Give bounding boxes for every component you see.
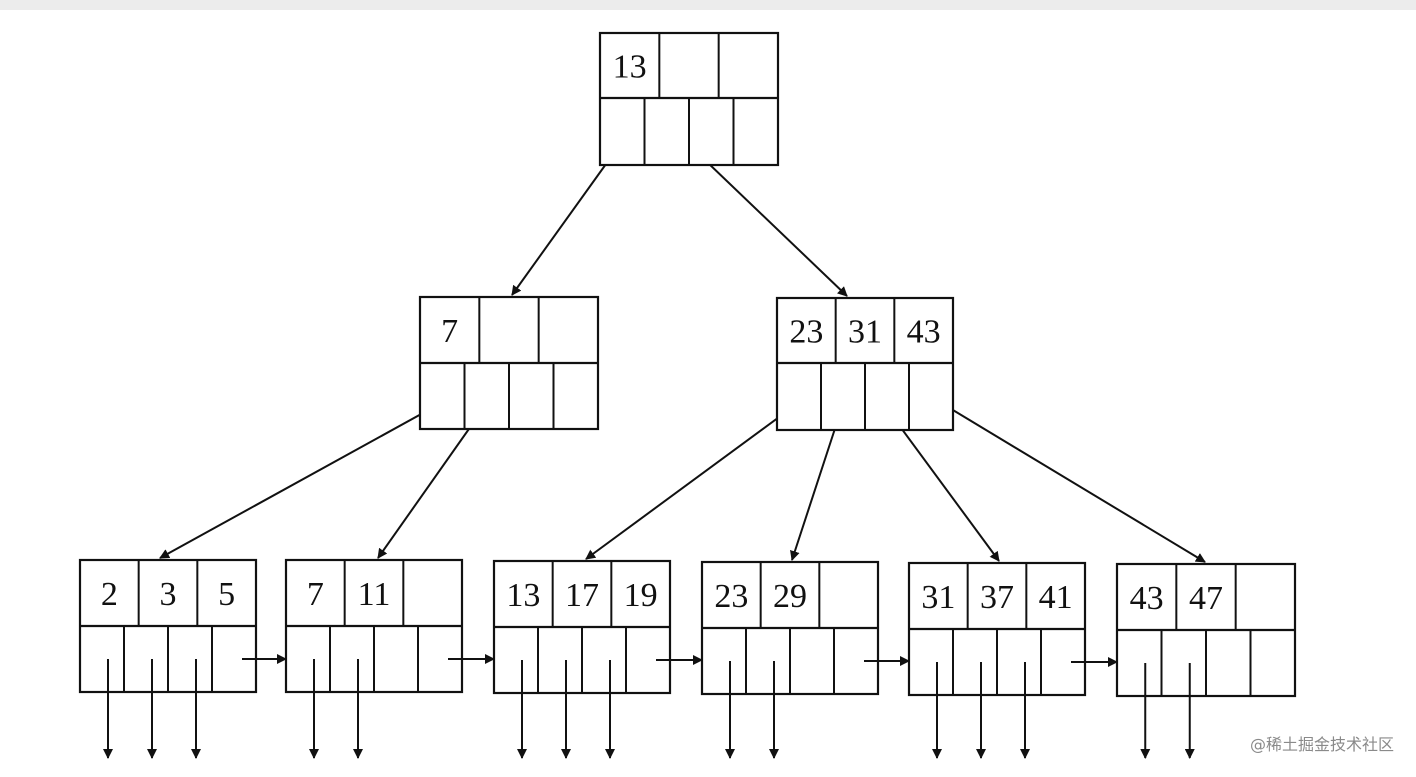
node-key: 2 [101,576,118,613]
node-key: 13 [506,577,540,614]
leaf-node: 43 47 [1115,562,1297,698]
leaf-sibling-links [242,654,1118,667]
node-key: 43 [1130,580,1164,617]
leaf-record-pointers [103,659,1195,759]
node-key: 29 [773,578,807,615]
tree-edge [585,397,806,560]
tree-edge [159,397,451,559]
node-key: 41 [1039,579,1073,616]
node-key: 5 [218,576,235,613]
node-key: 13 [613,49,647,86]
node-key: 37 [980,579,1014,616]
internal-node: 7 [418,295,600,431]
tree-edges [159,132,1206,563]
watermark-text: @稀土掘金技术社区 [1249,735,1394,754]
node-key: 7 [307,576,324,613]
node-key: 23 [789,314,823,351]
leaf-node: 31 37 41 [907,561,1087,697]
node-key: 7 [441,313,458,350]
node-key: 17 [565,577,599,614]
internal-node: 23 31 43 [775,296,955,432]
leaf-node: 23 29 [700,560,880,696]
node-key: 31 [921,579,955,616]
leaf-node: 13 17 19 [492,559,672,695]
top-bar [0,0,1416,10]
node-key: 43 [907,314,941,351]
leaf-node: 7 11 [284,558,464,694]
node-key: 31 [848,314,882,351]
leaf-node: 2 3 5 [78,558,258,694]
node-key: 11 [358,576,391,613]
node-key: 23 [714,578,748,615]
node-key: 47 [1189,580,1223,617]
node-key: 3 [160,576,177,613]
root-node: 13 [598,31,780,167]
tree-edge [932,397,1206,563]
node-key: 19 [624,577,658,614]
